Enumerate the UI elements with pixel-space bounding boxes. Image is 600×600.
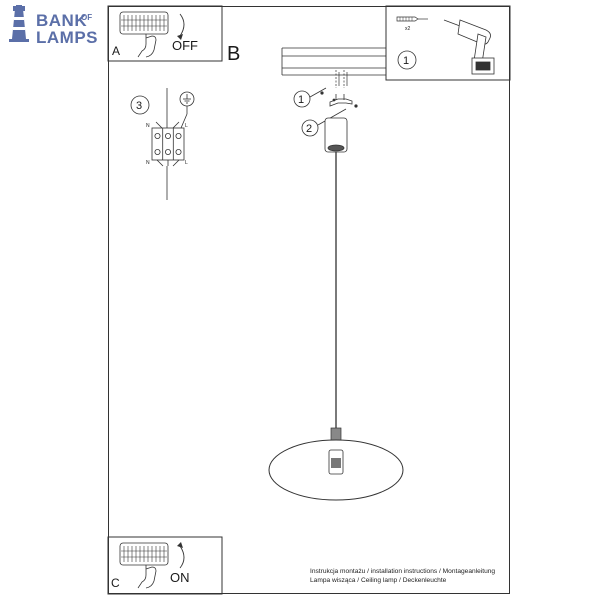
footer-subtitle: Lampa wisząca / Ceiling lamp / Deckenleu…: [310, 577, 447, 584]
brand-logo: BANK OF LAMPS: [4, 4, 104, 47]
wiring-label-l-top: L: [185, 123, 188, 129]
lamp-shade: [268, 427, 404, 501]
mounting-bracket: [320, 91, 358, 108]
lamp-canopy: [324, 117, 348, 153]
wiring-label-n-bottom: N: [146, 160, 150, 166]
panel-a-frame: [107, 5, 223, 62]
footer-title: Instrukcja montażu / installation instru…: [310, 568, 496, 575]
callout-1-circle: [293, 90, 311, 108]
logo-word-of: OF: [81, 13, 93, 22]
wiring-label-l-bottom: L: [185, 160, 188, 166]
panel-c-state: ON: [170, 570, 190, 585]
wiring-step-number: 3: [136, 100, 142, 112]
logo-word-bank: BANK: [36, 11, 88, 30]
power-switch-off-illustration: [119, 11, 185, 58]
dowel-quantity: x2: [405, 26, 411, 32]
lighthouse-icon: [9, 4, 29, 42]
callout-2-label: 2: [306, 123, 312, 135]
drill-icon: [443, 19, 495, 75]
wiring-label-n-top: N: [146, 123, 150, 129]
drill-step-number: 1: [403, 55, 409, 67]
logo-word-lamps: LAMPS: [36, 28, 98, 47]
panel-c-frame: [107, 536, 223, 595]
panel-a-state: OFF: [172, 38, 198, 53]
callout-2-circle: [301, 119, 319, 137]
panel-a-letter: A: [112, 44, 120, 58]
mounting-screws: [335, 70, 348, 88]
power-switch-on-illustration: [119, 542, 185, 589]
panel-c-letter: C: [111, 576, 120, 590]
ceiling-section: [281, 47, 386, 76]
panel-b-letter: B: [227, 43, 240, 65]
terminal-block-wiring: [130, 88, 195, 200]
instruction-sheet: [108, 6, 510, 594]
drill-step-circle: [397, 50, 417, 70]
wall-plug-icon: [396, 16, 428, 22]
footer-caption: Instrukcja montażu / installation instru…: [310, 567, 495, 585]
callout-1-label: 1: [298, 94, 304, 106]
drill-panel-frame: [385, 5, 511, 81]
